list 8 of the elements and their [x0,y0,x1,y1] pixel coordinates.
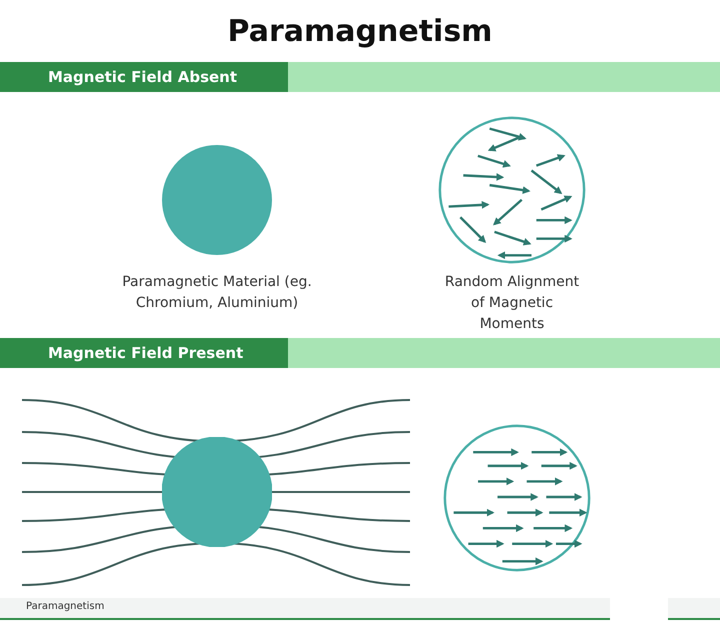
footer-text: Paramagnetism [26,601,104,612]
node-label: Paramagnetic Material (eg. Chromium, Aluminium) [121,273,313,313]
section-header-band [0,338,720,368]
section-heading: Magnetic Field Present [0,338,288,368]
title: Paramagnetism [226,14,494,49]
section-header-band [0,62,720,92]
node-label: Random Alignment of Magnetic Moments [444,273,580,334]
section-heading: Magnetic Field Absent [0,62,288,92]
